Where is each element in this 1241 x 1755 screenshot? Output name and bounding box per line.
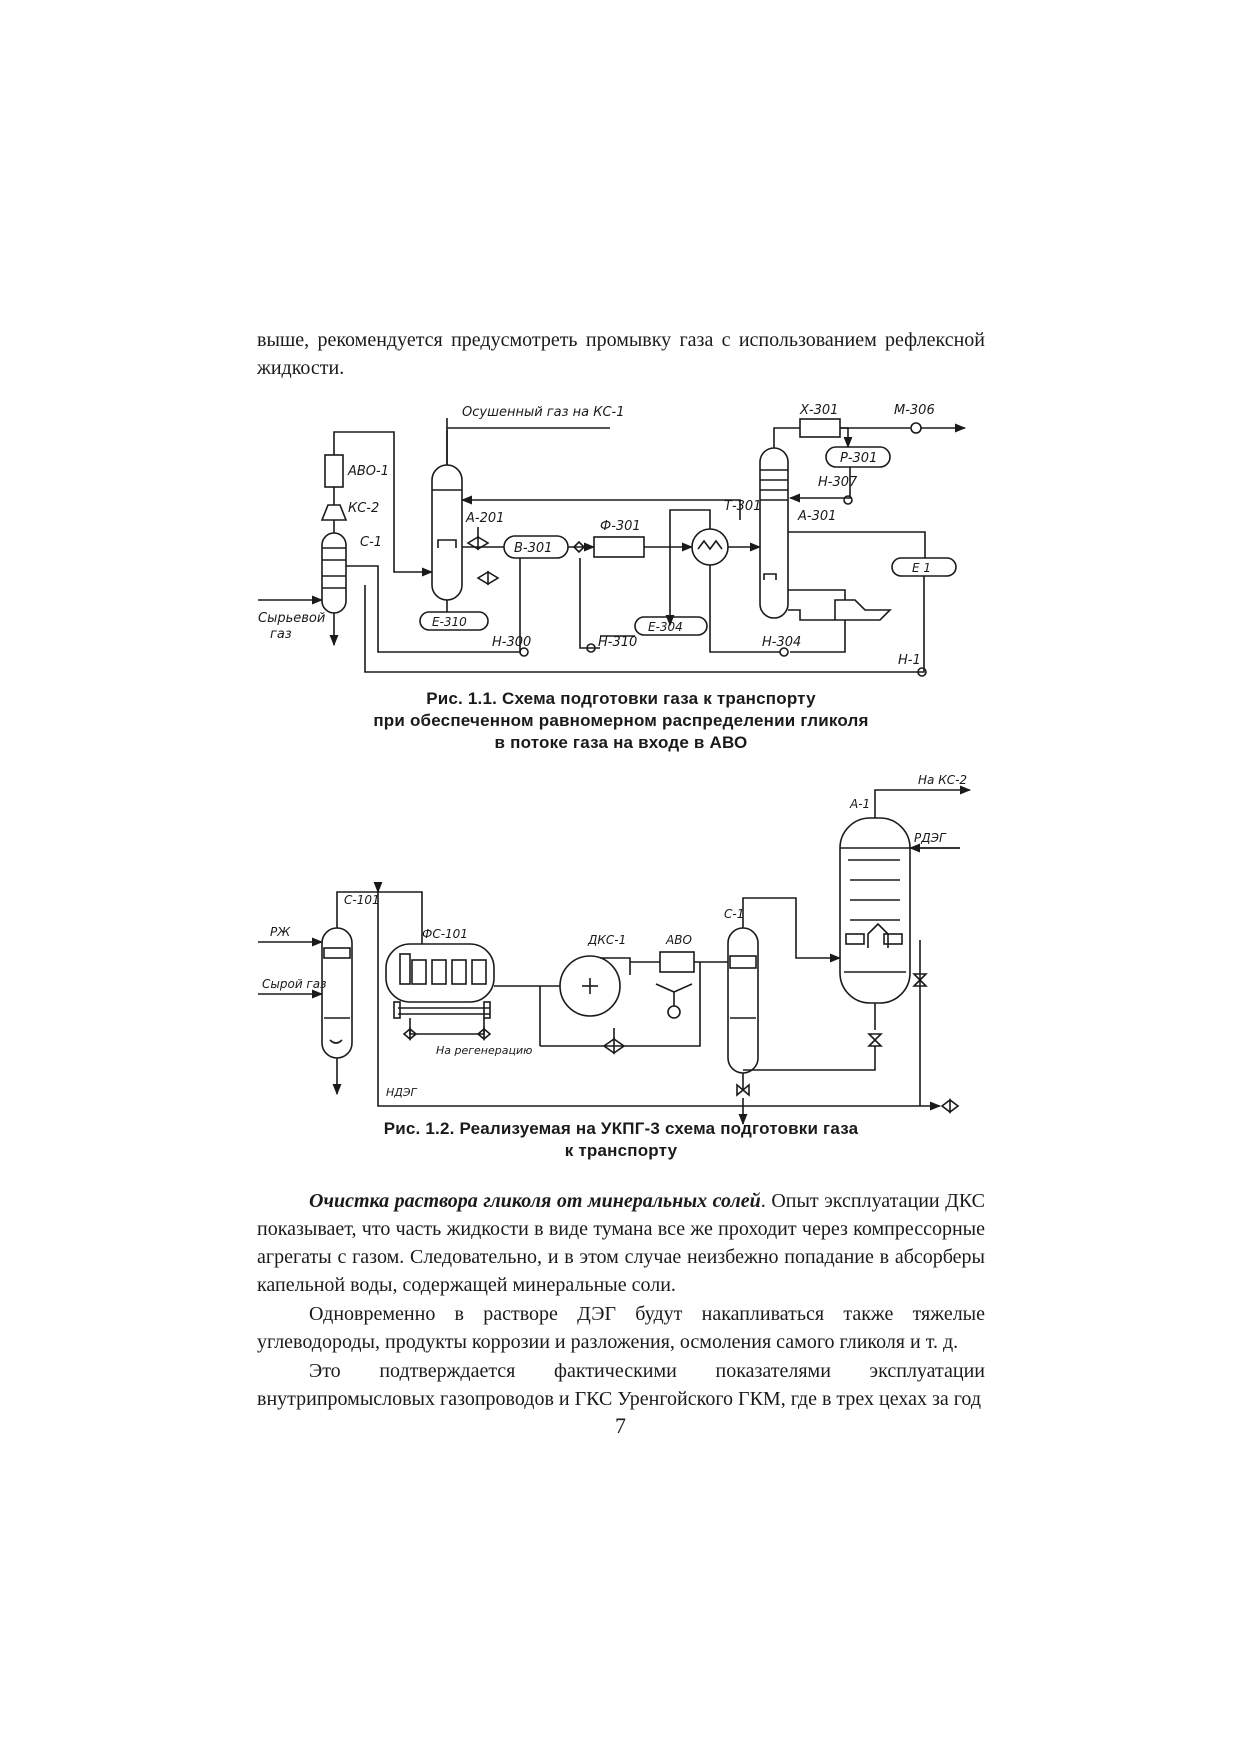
paragraph-2: Одновременно в растворе ДЭГ будут накапл… [257,1303,985,1353]
page-number: 7 [615,1413,626,1438]
absorber-a1 [839,817,911,1004]
filter-separator-fs101 [385,943,495,1003]
label-m306: М-306 [894,403,935,418]
label-n300: Н-300 [492,635,531,650]
figure-1-1-caption-line2: при обеспеченном равномерном распределен… [373,711,869,730]
figure-1-2-caption-line2: к транспорту [564,1141,678,1160]
label-f301: Ф-301 [600,519,641,534]
label-s101: С-101 [344,893,380,907]
compressor-dks1 [559,955,621,1017]
label-s1: С-1 [724,907,744,921]
paragraph-1-heading: Очистка раствора гликоля от минеральных … [309,1190,761,1212]
label-ks2: КС-2 [348,501,379,516]
label-n307: Н-307 [818,475,858,490]
cooler-avo [659,951,695,973]
compressor-ks2 [320,504,348,521]
label-to-ks2: На КС-2 [918,773,967,787]
label-e310: Е-310 [432,615,467,629]
label-n310: Н-310 [598,635,637,650]
figure-1-1-caption-line3: в потоке газа на входе в АВО [494,733,748,752]
paragraph-3: Это подтверждается фактическими показате… [257,1360,985,1410]
tank-e310 [419,611,489,631]
label-a301: А-301 [797,509,836,524]
label-n1: Н-1 [898,653,921,668]
label-dry-gas: Осушенный газ на КС-1 [462,405,625,420]
label-a201: А-201 [465,511,504,526]
reflux-drum-r301 [825,446,891,468]
label-rzh: РЖ [270,925,291,939]
label-fs101: ФС-101 [422,927,468,941]
label-r301: Р-301 [840,451,877,466]
paragraph-1-body: . Опыт эксплуатации ДКС показывает, что … [257,1190,985,1296]
intro-paragraph: выше, рекомендуется предусмотреть промыв… [257,329,985,379]
label-avo: АВО [665,933,692,947]
label-to-regen: На регенерацию [436,1044,532,1057]
label-raw-gas: Сырой газ [262,977,326,991]
label-s1: С-1 [360,535,382,550]
paragraph-1: Очистка раствора гликоля от минеральных … [257,1187,985,1299]
valve-1 [466,535,490,551]
label-raw-gas-2: газ [270,627,292,642]
label-raw-gas-1: Сырьевой [258,611,325,626]
tank-e304 [634,616,708,636]
label-a1: А-1 [849,797,870,811]
label-ndeg: НДЭГ [386,1086,418,1099]
label-v301: В-301 [514,541,552,556]
label-t301: Т-301 [724,499,761,514]
figure-1-2-caption-line1: Рис. 1.2. Реализуемая на УКПГ-3 схема по… [383,1119,859,1138]
separator-s1 [727,927,759,1074]
label-e1: Е 1 [912,561,931,575]
valve-2 [476,570,500,586]
label-e304: Е-304 [648,620,683,634]
label-x301: Х-301 [799,403,838,418]
label-avo1: АВО-1 [347,464,389,479]
label-n304: Н-304 [762,635,801,650]
label-rdeg: РДЭГ [914,831,947,845]
figure-1-1-caption-line1: Рис. 1.1. Схема подготовки газа к трансп… [426,689,816,708]
label-dks1: ДКС-1 [587,933,626,947]
